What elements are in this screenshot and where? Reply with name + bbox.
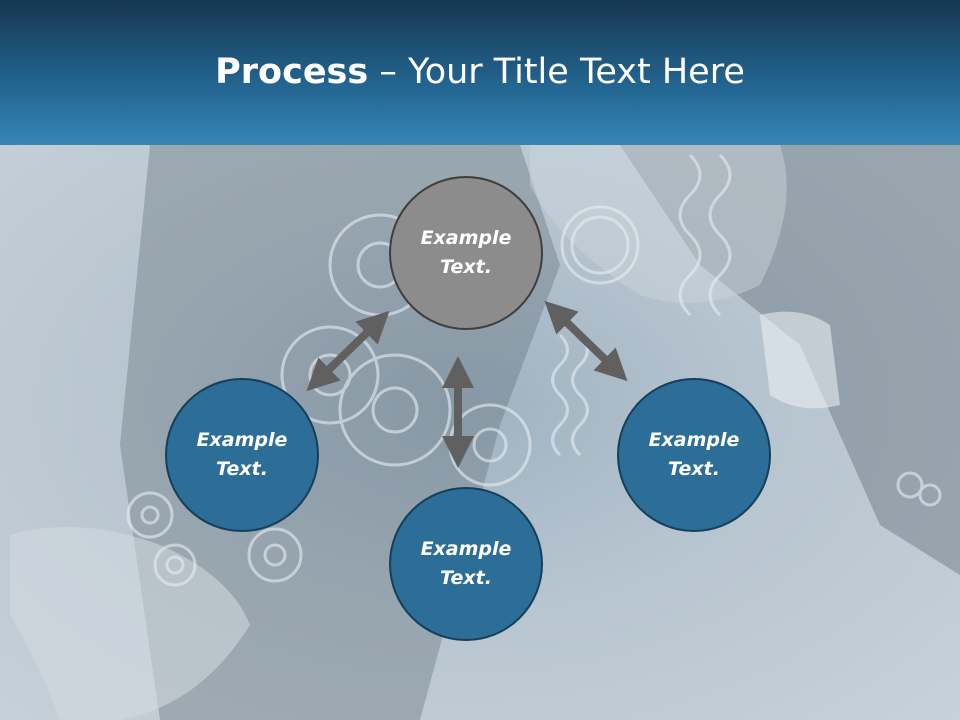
circle-top-line1: Example xyxy=(420,227,512,249)
title-bar: Process – Your Title Text Here xyxy=(0,0,960,145)
circle-right-line2: Text. xyxy=(668,458,720,480)
double-arrow-icon xyxy=(306,310,390,392)
circle-left-line1: Example xyxy=(196,429,288,451)
circle-bottom-line1: Example xyxy=(420,538,512,560)
circle-left-line2: Text. xyxy=(216,458,268,480)
circle-right-line1: Example xyxy=(648,429,740,451)
slide-title: Process – Your Title Text Here xyxy=(0,52,960,92)
circle-bottom-line2: Text. xyxy=(440,567,492,589)
double-arrow-icon xyxy=(544,300,628,382)
circle-top-line2: Text. xyxy=(440,256,492,278)
title-bold: Process xyxy=(215,52,369,92)
title-rest: – Your Title Text Here xyxy=(368,52,745,92)
